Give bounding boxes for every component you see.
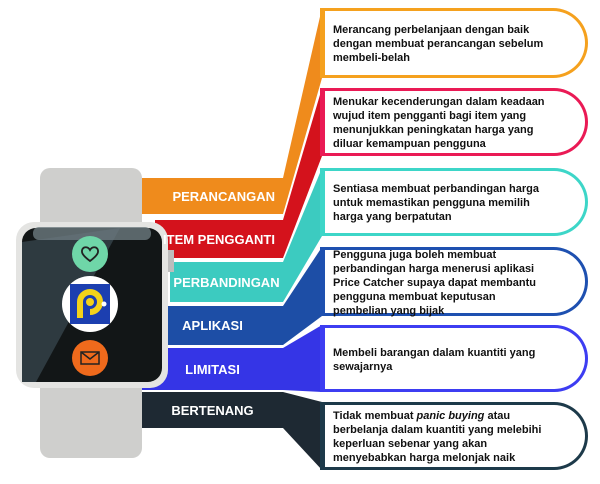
desc-text: Sentiasa membuat perbandingan harga untu… [333,183,539,223]
label-bertenang: BERTENANG [171,402,254,418]
desc-text: Menukar kecenderungan dalam keadaan wuju… [333,96,545,150]
connector-item-pengganti [283,88,322,258]
label-limitasi: LIMITASI [185,361,240,377]
connector-aplikasi [283,247,322,345]
desc-text: Merancang perbelanjaan dengan baik denga… [333,24,544,64]
desc-text-emphasis: panic buying [416,410,485,422]
label-aplikasi: APLIKASI [182,318,243,333]
desc-item-pengganti: Menukar kecenderungan dalam keadaan wuju… [320,88,588,156]
connector-limitasi [283,325,322,392]
desc-perancangan: Merancang perbelanjaan dengan baik denga… [320,8,588,78]
desc-text: Tidak membuat panic buying atau berbelan… [333,409,551,465]
mail-icon [72,340,108,376]
connector-bertenang [283,392,322,470]
connector-perbandingan [283,168,322,302]
connector-perancangan [283,8,322,214]
heart-icon [72,236,108,272]
desc-text: Pengguna juga boleh membuat perbandingan… [333,248,536,317]
label-perbandingan: PERBANDINGAN [173,274,280,290]
desc-aplikasi: Pengguna juga boleh membuat perbandingan… [320,247,588,317]
desc-perbandingan: Sentiasa membuat perbandingan harga untu… [320,168,588,236]
desc-limitasi: Membeli barangan dalam kuantiti yang sew… [320,325,588,392]
label-item-pengganti: ITEM PENGGANTI [163,231,275,247]
price-catcher-logo-icon [62,276,118,332]
desc-text-post: atau berbelanja dalam kuantiti yang mele… [333,410,542,464]
desc-text: Membeli barangan dalam kuantiti yang sew… [333,346,536,373]
label-perancangan: PERANCANGAN [172,188,275,204]
desc-bertenang: Tidak membuat panic buying atau berbelan… [320,402,588,470]
desc-text-pre: Tidak membuat [333,410,417,422]
